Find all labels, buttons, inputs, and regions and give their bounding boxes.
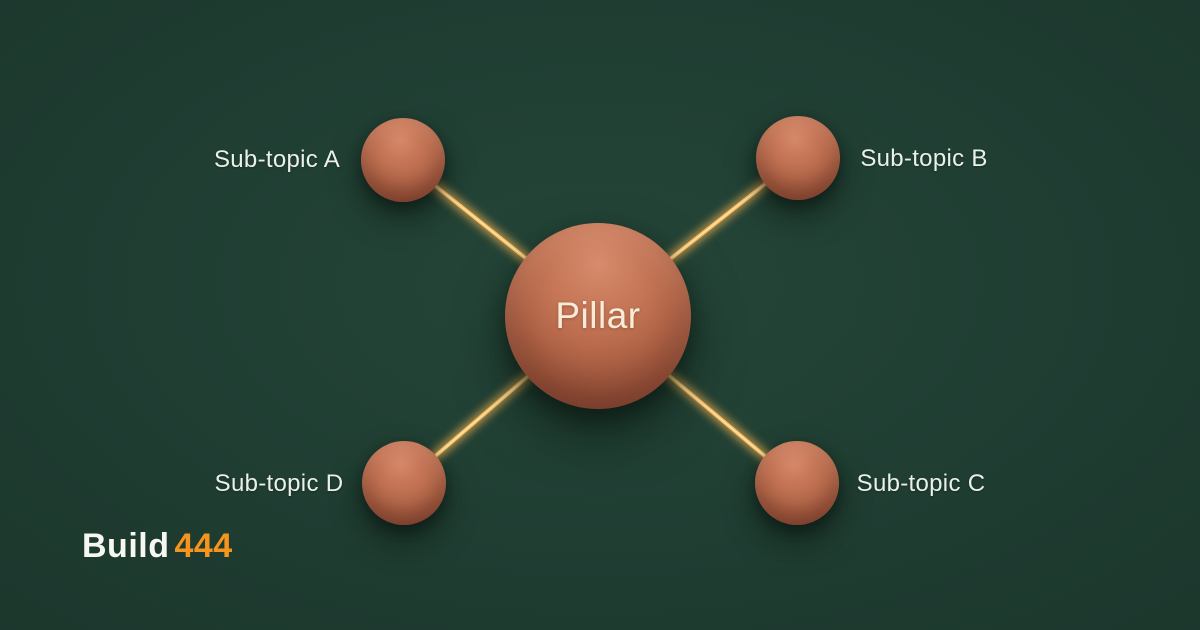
center-node-label: Pillar — [555, 295, 641, 336]
center-node-pillar: Pillar — [505, 223, 691, 409]
subtopic-label-d: Sub-topic D — [214, 470, 344, 497]
brand-logo-primary: Build — [82, 527, 170, 565]
subtopic-label-c: Sub-topic C — [856, 470, 986, 497]
subtopic-node-b — [756, 116, 840, 200]
brand-logo-accent: 444 — [174, 527, 233, 565]
subtopic-label-b: Sub-topic B — [860, 145, 988, 172]
subtopic-node-d — [362, 441, 446, 525]
subtopic-label-a: Sub-topic A — [213, 146, 341, 173]
subtopic-node-c — [755, 441, 839, 525]
subtopic-node-a — [361, 118, 445, 202]
